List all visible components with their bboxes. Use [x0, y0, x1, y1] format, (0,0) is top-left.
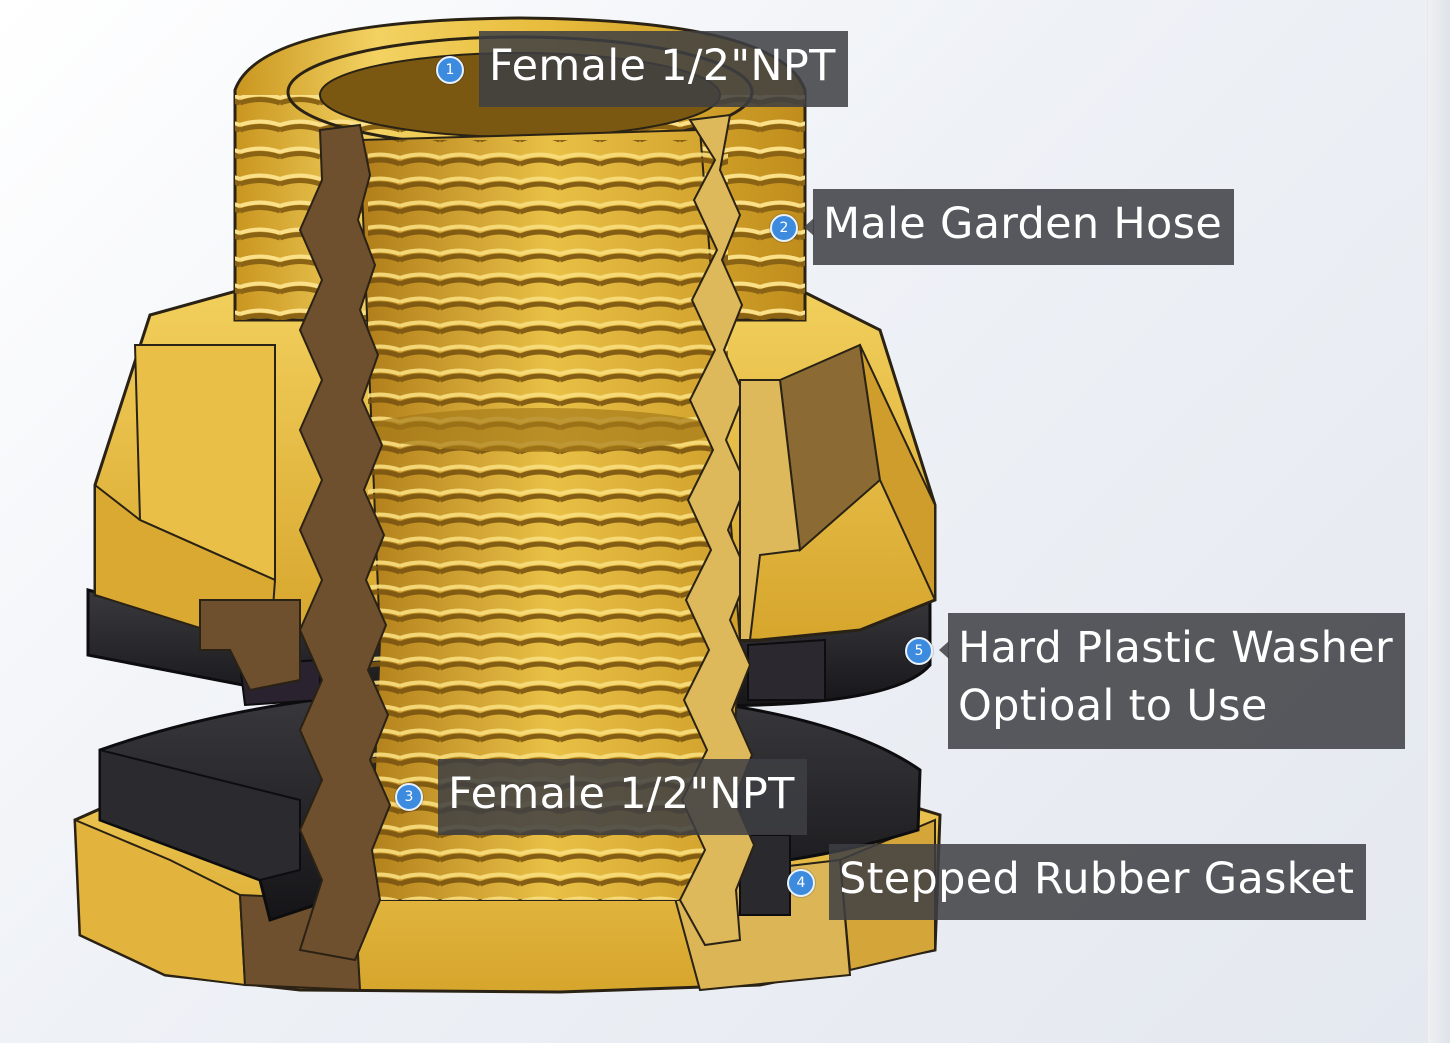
- callout-female-npt-top: Female 1/2"NPT: [479, 31, 848, 107]
- callout-badge-1: 1: [436, 56, 464, 84]
- callout-3-text: Female 1/2"NPT: [448, 769, 795, 819]
- cut-face-right: [678, 113, 802, 947]
- callout-male-garden-hose: Male Garden Hose: [813, 189, 1235, 265]
- callout-badge-2: 2: [770, 214, 798, 242]
- callout-5-text-line1: Hard Plastic Washer: [958, 623, 1393, 673]
- callout-2-text: Male Garden Hose: [823, 199, 1223, 249]
- callout-stepped-rubber-gasket: Stepped Rubber Gasket: [829, 844, 1367, 920]
- window-edge: [1427, 0, 1450, 1043]
- callout-5-text-line2: Optioal to Use: [958, 681, 1268, 731]
- callout-female-npt-bottom: Female 1/2"NPT: [438, 759, 807, 835]
- callout-badge-4: 4: [787, 869, 815, 897]
- callout-4-text: Stepped Rubber Gasket: [839, 854, 1355, 904]
- callout-badge-3: 3: [395, 783, 423, 811]
- callout-hard-plastic-washer: Hard Plastic Washer Optioal to Use: [948, 613, 1405, 749]
- callout-badge-5: 5: [905, 637, 933, 665]
- callout-5-pointer: [939, 641, 949, 659]
- callout-2-pointer: [804, 218, 814, 236]
- cut-face-left: [199, 123, 392, 962]
- callout-1-text: Female 1/2"NPT: [489, 41, 836, 91]
